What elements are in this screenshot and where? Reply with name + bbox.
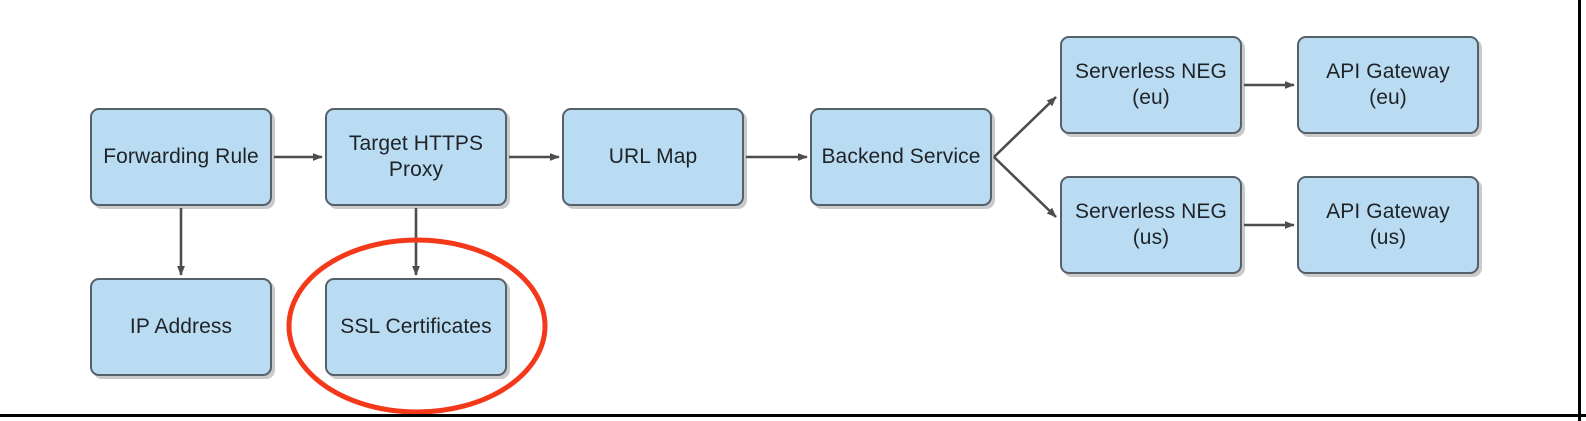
node-api-gateway-us[interactable]: API Gateway (us) xyxy=(1297,176,1479,274)
node-label-serverless-neg-us: Serverless NEG (us) xyxy=(1075,200,1227,249)
node-label-ip-address: IP Address xyxy=(129,315,233,339)
node-label-backend-service: Backend Service xyxy=(821,145,981,169)
node-serverless-neg-eu[interactable]: Serverless NEG (eu) xyxy=(1060,36,1242,134)
canvas-bottom-border xyxy=(0,414,1586,417)
node-label-forwarding-rule: Forwarding Rule xyxy=(103,145,259,169)
node-ssl-certificates[interactable]: SSL Certificates xyxy=(325,278,507,376)
node-forwarding-rule[interactable]: Forwarding Rule xyxy=(90,108,272,206)
node-label-ssl-certificates: SSL Certificates xyxy=(340,315,492,339)
node-backend-service[interactable]: Backend Service xyxy=(810,108,992,206)
node-label-url-map: URL Map xyxy=(608,145,698,169)
edge-backend-service-to-serverless-neg-eu xyxy=(993,96,1057,158)
node-label-serverless-neg-eu: Serverless NEG (eu) xyxy=(1075,60,1227,109)
canvas-right-border xyxy=(1578,0,1581,421)
node-ip-address[interactable]: IP Address xyxy=(90,278,272,376)
node-target-https-proxy[interactable]: Target HTTPS Proxy xyxy=(325,108,507,206)
node-url-map[interactable]: URL Map xyxy=(562,108,744,206)
node-serverless-neg-us[interactable]: Serverless NEG (us) xyxy=(1060,176,1242,274)
node-label-api-gateway-us: API Gateway (us) xyxy=(1326,200,1450,249)
node-label-api-gateway-eu: API Gateway (eu) xyxy=(1326,60,1450,109)
node-label-target-https-proxy: Target HTTPS Proxy xyxy=(348,132,484,181)
edge-backend-service-to-serverless-neg-us xyxy=(993,156,1057,218)
node-api-gateway-eu[interactable]: API Gateway (eu) xyxy=(1297,36,1479,134)
